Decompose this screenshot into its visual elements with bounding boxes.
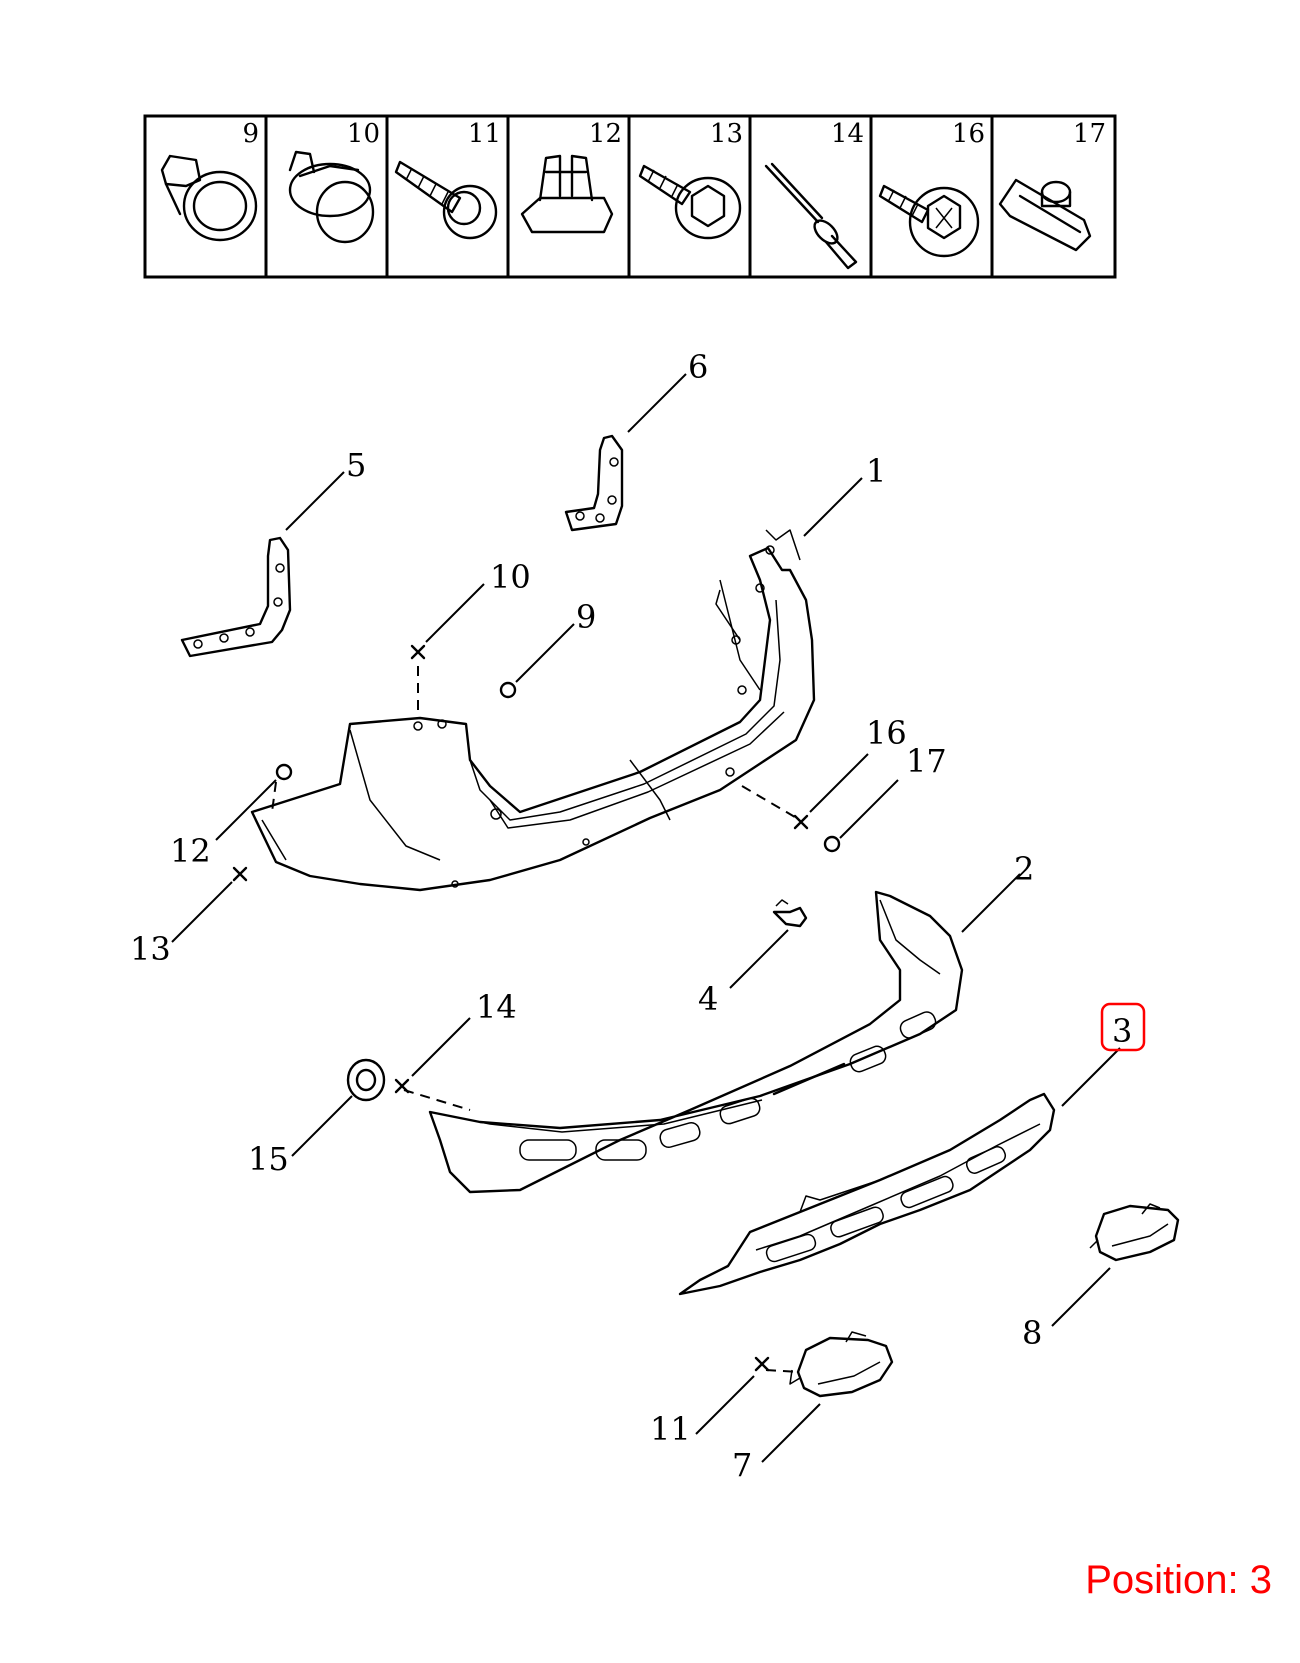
callout-3: 3 — [1112, 1012, 1132, 1050]
loose-fasteners — [232, 644, 841, 1372]
callout-14: 14 — [476, 988, 517, 1026]
plastic-clip-icon — [288, 150, 375, 244]
push-nut-icon — [160, 154, 258, 242]
table-cell-number: 16 — [952, 119, 985, 149]
table-cell-number: 12 — [589, 119, 622, 149]
leader-lines — [171, 373, 1121, 1463]
tapping-screw-icon — [394, 160, 498, 240]
callout-11: 11 — [650, 1410, 691, 1448]
callout-4: 4 — [698, 980, 718, 1018]
table-cell-number: 9 — [242, 119, 259, 149]
part-7-exhaust-trim — [789, 1331, 894, 1398]
fastener-table: 9 10 11 12 13 14 16 17 — [143, 114, 1117, 279]
callout-12: 12 — [170, 832, 211, 870]
callout-10: 10 — [490, 558, 531, 596]
table-cell-number: 10 — [347, 119, 380, 149]
part-2-lower-valance — [428, 890, 964, 1194]
callout-7: 7 — [732, 1446, 752, 1484]
position-label: Position: 3 — [1085, 1558, 1272, 1602]
callout-numbers: 6 5 1 10 9 12 13 16 17 2 4 14 15 3 8 11 … — [130, 348, 1146, 1484]
callout-8: 8 — [1022, 1314, 1042, 1352]
table-cell-number: 17 — [1073, 119, 1106, 149]
crosshead-bolt-icon — [878, 184, 980, 258]
callout-6: 6 — [688, 348, 708, 386]
part-5-bracket — [180, 536, 292, 658]
part-4-clip — [772, 899, 808, 928]
callout-2: 2 — [1014, 850, 1034, 888]
table-cell-number: 13 — [710, 119, 743, 149]
callout-1: 1 — [866, 452, 886, 490]
u-nut-clip-icon — [998, 178, 1092, 252]
part-3-diffuser — [678, 1092, 1056, 1296]
rivet-icon — [764, 162, 858, 270]
part-1-bumper-cover — [250, 529, 816, 892]
callout-5: 5 — [346, 446, 366, 484]
highlight-box — [1100, 1002, 1146, 1052]
callout-9: 9 — [576, 598, 596, 636]
callout-13: 13 — [130, 930, 171, 968]
callout-16: 16 — [866, 714, 907, 752]
callout-17: 17 — [906, 742, 947, 780]
assembly-lines — [271, 666, 801, 1373]
callout-15: 15 — [248, 1140, 289, 1178]
table-cell-number: 14 — [831, 119, 864, 149]
part-8-exhaust-trim — [1089, 1203, 1180, 1262]
clip-nut-icon — [520, 154, 614, 234]
hex-bolt-icon — [638, 164, 742, 240]
part-6-bracket — [564, 434, 624, 532]
table-cell-number: 11 — [468, 119, 501, 149]
